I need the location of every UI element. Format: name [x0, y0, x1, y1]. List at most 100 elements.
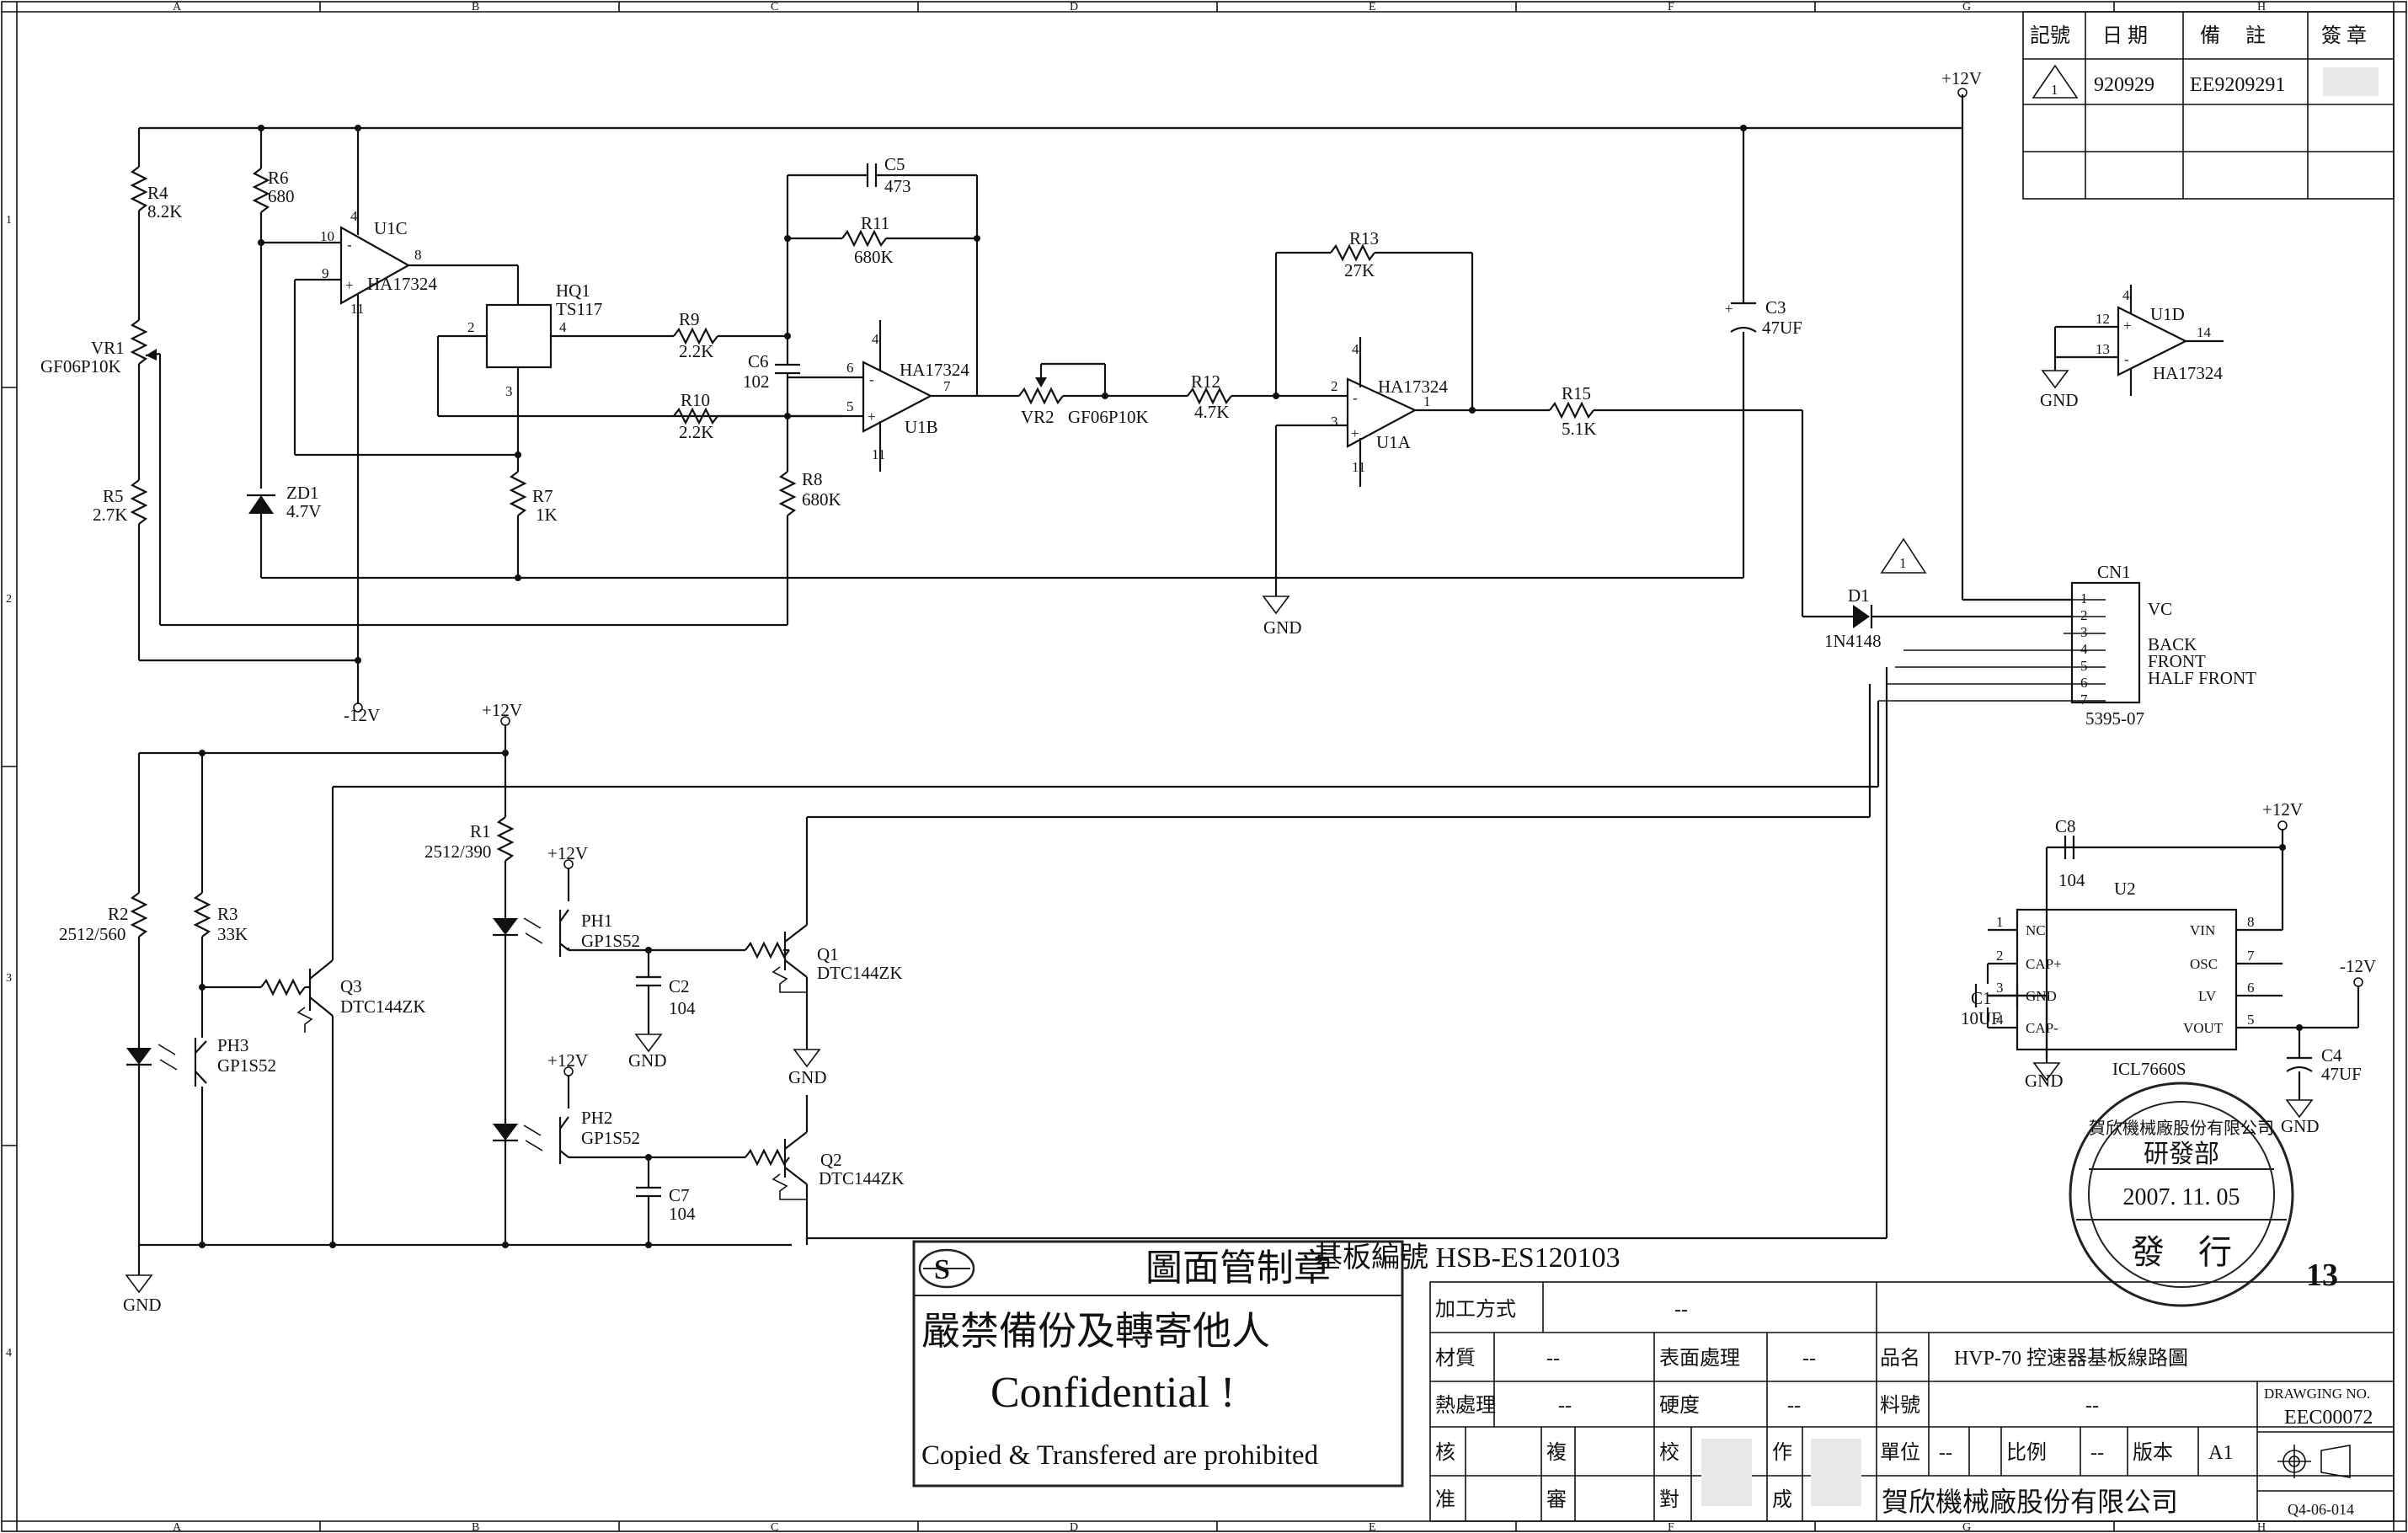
- svg-text:CAP-: CAP-: [2026, 1020, 2058, 1036]
- svg-text:CAP+: CAP+: [2026, 956, 2062, 972]
- resistor-r10: [673, 407, 718, 425]
- label-ph3: PH3: [217, 1035, 248, 1055]
- svg-text:VOUT: VOUT: [2183, 1020, 2224, 1036]
- svg-text:GF06P10K: GF06P10K: [40, 356, 121, 377]
- label-r8: R8: [802, 469, 823, 489]
- resistor-r15: [1549, 401, 1594, 419]
- svg-text:5: 5: [2247, 1012, 2255, 1028]
- label-u1a: U1A: [1376, 432, 1412, 452]
- svg-text:HA17324: HA17324: [367, 274, 437, 294]
- hall-sensor-hq1: [485, 303, 553, 369]
- company-name: 賀欣機械廠股份有限公司: [1882, 1487, 2178, 1517]
- svg-text:2512/390: 2512/390: [424, 841, 491, 862]
- stamp-issued: 發 行: [2131, 1233, 2232, 1271]
- resistor-r8: [778, 471, 797, 516]
- svg-text:-: -: [1353, 390, 1358, 406]
- svg-text:1: 1: [1899, 555, 1907, 571]
- net-label-pos12: +12V: [547, 1050, 588, 1071]
- zone-letter: A: [173, 1, 182, 13]
- svg-text:680: 680: [268, 186, 295, 206]
- svg-text:4.7K: 4.7K: [1194, 402, 1229, 422]
- svg-text:3: 3: [1996, 980, 2004, 996]
- svg-text:TS117: TS117: [556, 299, 602, 319]
- zone-letter: E: [1369, 1521, 1376, 1533]
- ground-icon: [793, 1049, 821, 1068]
- svg-text:2.7K: 2.7K: [93, 505, 127, 525]
- net-label-pos12: +12V: [547, 843, 588, 863]
- resistor-r11: [841, 229, 887, 248]
- svg-text:2512/560: 2512/560: [59, 924, 125, 944]
- label-d1: D1: [1848, 585, 1870, 606]
- zone-number: 4: [6, 1347, 12, 1359]
- label-c6: C6: [748, 351, 769, 371]
- svg-text:HA17324: HA17324: [1378, 377, 1448, 397]
- net-label: +12V: [1941, 68, 1982, 88]
- resistor-r1: [496, 816, 515, 862]
- resistor-r9: [673, 327, 718, 345]
- resistor-r5: [130, 479, 148, 525]
- label-u1c: U1C: [374, 218, 408, 238]
- svg-text:104: 104: [2058, 870, 2085, 890]
- svg-text:-: -: [869, 371, 874, 387]
- svg-text:680K: 680K: [854, 247, 894, 267]
- ground-icon: [2032, 1062, 2061, 1082]
- svg-text:核: 核: [1435, 1441, 1455, 1464]
- resistor-r12: [1187, 387, 1232, 405]
- pin-label-vc: VC: [2148, 599, 2172, 619]
- board-number: 基板編號 HSB-ES120103: [1314, 1242, 1620, 1274]
- svg-text:2: 2: [2080, 607, 2088, 623]
- stamp-confidential: Confidential !: [990, 1369, 1235, 1417]
- svg-text:102: 102: [743, 371, 770, 392]
- label-r5: R5: [103, 486, 124, 506]
- svg-text:DTC144ZK: DTC144ZK: [817, 963, 903, 983]
- svg-text:27K: 27K: [1344, 260, 1375, 280]
- component-labels: R4 8.2K R6 680 VR1 GF06P10K R5 2.7K ZD1 …: [40, 154, 2376, 1315]
- resistor-r2: [130, 892, 148, 937]
- svg-text:熱處理: 熱處理: [1435, 1394, 1496, 1417]
- label-r13: R13: [1349, 228, 1379, 248]
- svg-text:4: 4: [1352, 341, 1359, 357]
- label-r2: R2: [108, 904, 129, 924]
- rev-header-note: 備 註: [2200, 24, 2266, 47]
- opamp-u1d: [2117, 306, 2188, 377]
- zone-letter: A: [173, 1521, 182, 1533]
- svg-text:OSC: OSC: [2190, 956, 2218, 972]
- svg-text:加工方式: 加工方式: [1435, 1298, 1516, 1321]
- led-ph3: [126, 1048, 152, 1065]
- label-c1: C1: [1971, 988, 1992, 1008]
- svg-text:10UF: 10UF: [1961, 1008, 2001, 1028]
- svg-text:對: 對: [1659, 1488, 1679, 1511]
- svg-text:+: +: [345, 277, 354, 293]
- svg-text:8: 8: [2247, 914, 2255, 930]
- rev-signature-blur: [2323, 67, 2379, 96]
- resistor-r3: [193, 892, 211, 937]
- rev-date: 920929: [2094, 74, 2154, 96]
- sensor-wiring: [125, 667, 1888, 1294]
- svg-text:2.2K: 2.2K: [679, 341, 713, 361]
- ground-icon: [1262, 596, 1290, 615]
- net-label-neg12: -12V: [344, 705, 380, 725]
- label-hq1: HQ1: [556, 280, 590, 301]
- rev-note: EE9209291: [2190, 74, 2285, 96]
- diode-d1: [1853, 605, 1870, 628]
- label-c5: C5: [884, 154, 905, 174]
- svg-text:9: 9: [322, 265, 329, 281]
- zone-letter: H: [2257, 1521, 2266, 1533]
- form-number: Q4-06-014: [2288, 1501, 2354, 1518]
- label-r10: R10: [681, 390, 710, 410]
- zone-number: 1: [6, 214, 12, 227]
- svg-text:校: 校: [1659, 1441, 1679, 1464]
- svg-text:VIN: VIN: [2190, 922, 2215, 938]
- zone-letter: C: [771, 1, 778, 13]
- svg-text:104: 104: [669, 998, 696, 1018]
- label-cn1: CN1: [2097, 562, 2131, 582]
- svg-text:--: --: [1939, 1442, 1952, 1464]
- zener-zd1: [248, 495, 274, 514]
- title-block: 基板編號 HSB-ES120103 加工方式 -- 材質 -- 表面處理 --: [1314, 1242, 2395, 1522]
- svg-text:+: +: [2123, 318, 2132, 334]
- label-vr1: VR1: [91, 338, 125, 358]
- ground-icon: [2041, 370, 2069, 389]
- potentiometer-vr1: [130, 319, 148, 365]
- label-zd1: ZD1: [286, 483, 319, 503]
